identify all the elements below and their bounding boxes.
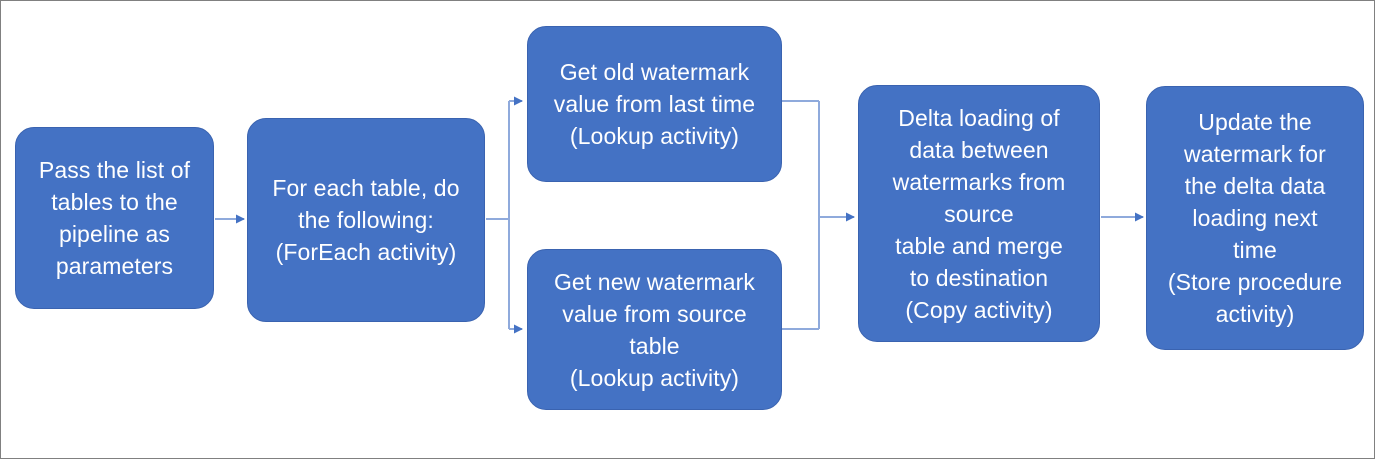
node-pass-tables-label: Pass the list of tables to the pipeline … xyxy=(38,157,191,279)
edge-foreach-split xyxy=(486,96,523,334)
node-delta-loading-label: Delta loading of data between watermarks… xyxy=(892,104,1066,323)
node-get-new-watermark-label: Get new watermark value from source tabl… xyxy=(553,268,756,391)
node-get-old-watermark[interactable]: Get old watermark value from last time (… xyxy=(527,26,782,182)
node-update-watermark-label: Update the watermark for the delta data … xyxy=(1167,109,1343,327)
node-update-watermark[interactable]: Update the watermark for the delta data … xyxy=(1146,86,1364,350)
node-foreach[interactable]: For each table, do the following: (ForEa… xyxy=(247,118,485,322)
edge-merge-to-delta-loading xyxy=(782,100,855,330)
node-delta-loading[interactable]: Delta loading of data between watermarks… xyxy=(858,85,1100,342)
node-get-old-watermark-label: Get old watermark value from last time (… xyxy=(553,59,756,149)
node-foreach-label: For each table, do the following: (ForEa… xyxy=(272,175,460,265)
node-get-new-watermark[interactable]: Get new watermark value from source tabl… xyxy=(527,249,782,410)
node-pass-tables[interactable]: Pass the list of tables to the pipeline … xyxy=(15,127,214,309)
